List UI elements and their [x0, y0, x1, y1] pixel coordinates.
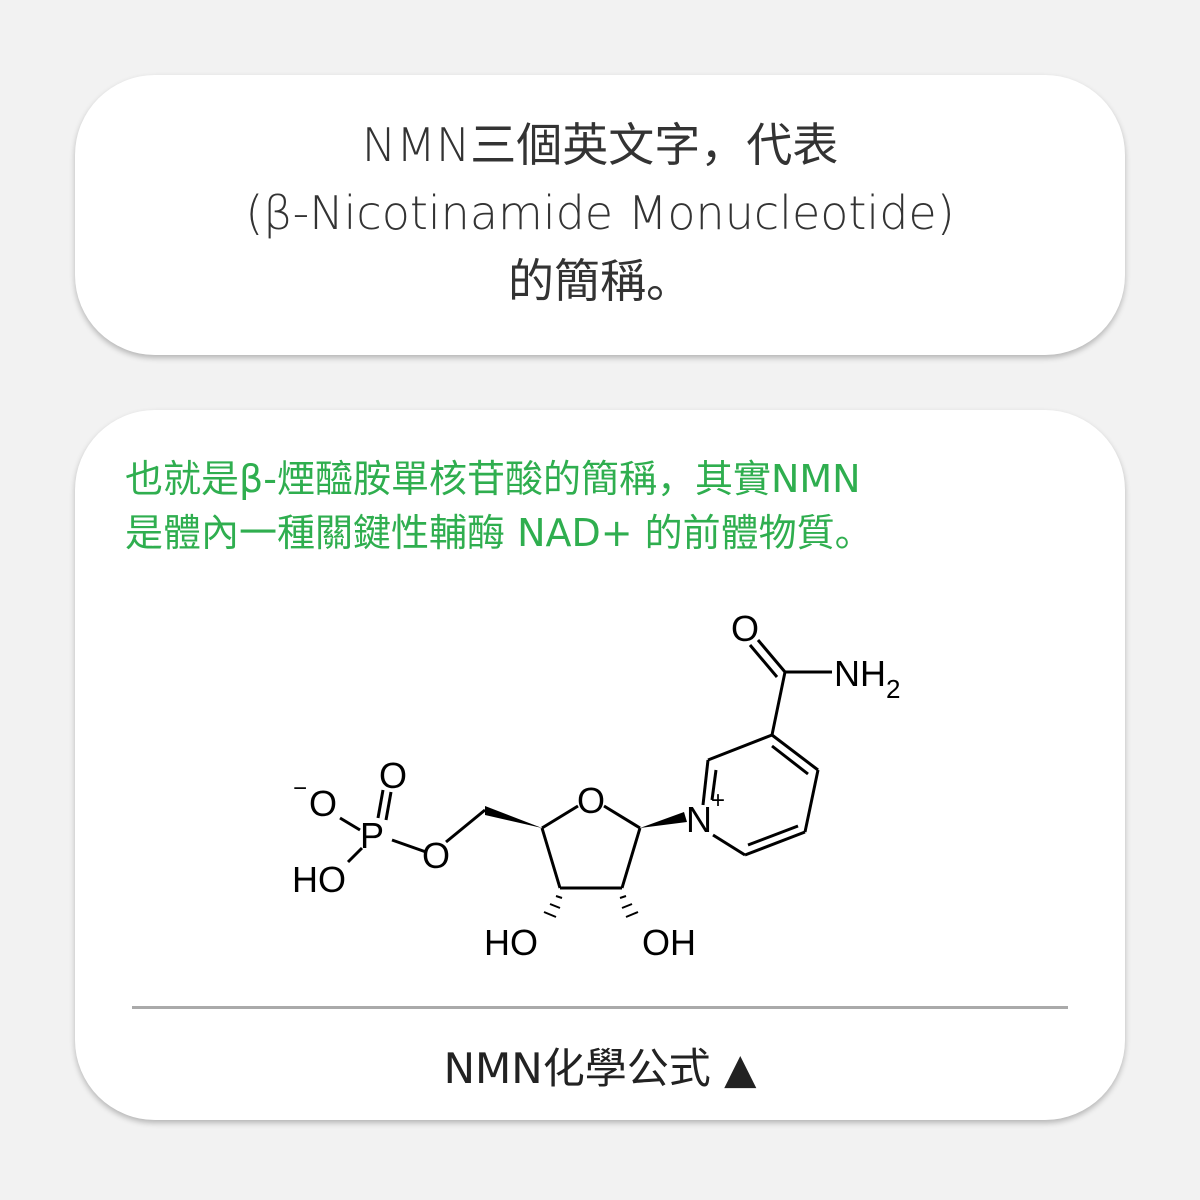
hash-bonds	[543, 895, 639, 918]
triangle-icon: ▲	[724, 1044, 757, 1093]
atom-o-ester: O	[422, 835, 450, 876]
wedge-bonds	[485, 806, 687, 828]
atom-oh: OH	[642, 922, 696, 963]
atom-ho-phosphate: HO	[292, 859, 346, 900]
bonds	[339, 639, 832, 890]
divider	[132, 1006, 1068, 1009]
description: 也就是β-煙醯胺單核苷酸的簡稱，其實NMN 是體內一種關鍵性輔酶 NAD+ 的前…	[125, 452, 1085, 560]
formula-card: 也就是β-煙醯胺單核苷酸的簡稱，其實NMN 是體內一種關鍵性輔酶 NAD+ 的前…	[75, 410, 1125, 1120]
atom-o-carbonyl: O	[731, 608, 759, 649]
atom-ho: HO	[484, 922, 538, 963]
intro-line-3: 的簡稱。	[508, 254, 692, 308]
charge-minus: −	[293, 775, 307, 802]
atom-nh2: NH	[834, 653, 886, 694]
caption-text: NMN化學公式	[443, 1044, 711, 1093]
caption: NMN化學公式 ▲	[75, 1035, 1125, 1096]
atom-p: P	[360, 815, 384, 856]
description-line-1: 也就是β-煙醯胺單核苷酸的簡稱，其實NMN	[125, 457, 861, 501]
intro-card: NMN三個英文字，代表 (β-Nicotinamide Monucleotide…	[75, 75, 1125, 355]
atom-n-plus: N	[686, 799, 712, 840]
charge-plus: +	[711, 787, 725, 814]
intro-line-2: (β-Nicotinamide Monucleotide)	[245, 186, 955, 240]
atom-o-minus: O	[309, 783, 337, 824]
atom-o-ring: O	[577, 780, 605, 821]
atom-nh2-subscript: 2	[886, 674, 900, 704]
description-line-2: 是體內一種關鍵性輔酶 NAD+ 的前體物質。	[125, 511, 873, 555]
atom-o-double: O	[379, 755, 407, 796]
intro-line-1: NMN三個英文字，代表	[361, 118, 839, 172]
